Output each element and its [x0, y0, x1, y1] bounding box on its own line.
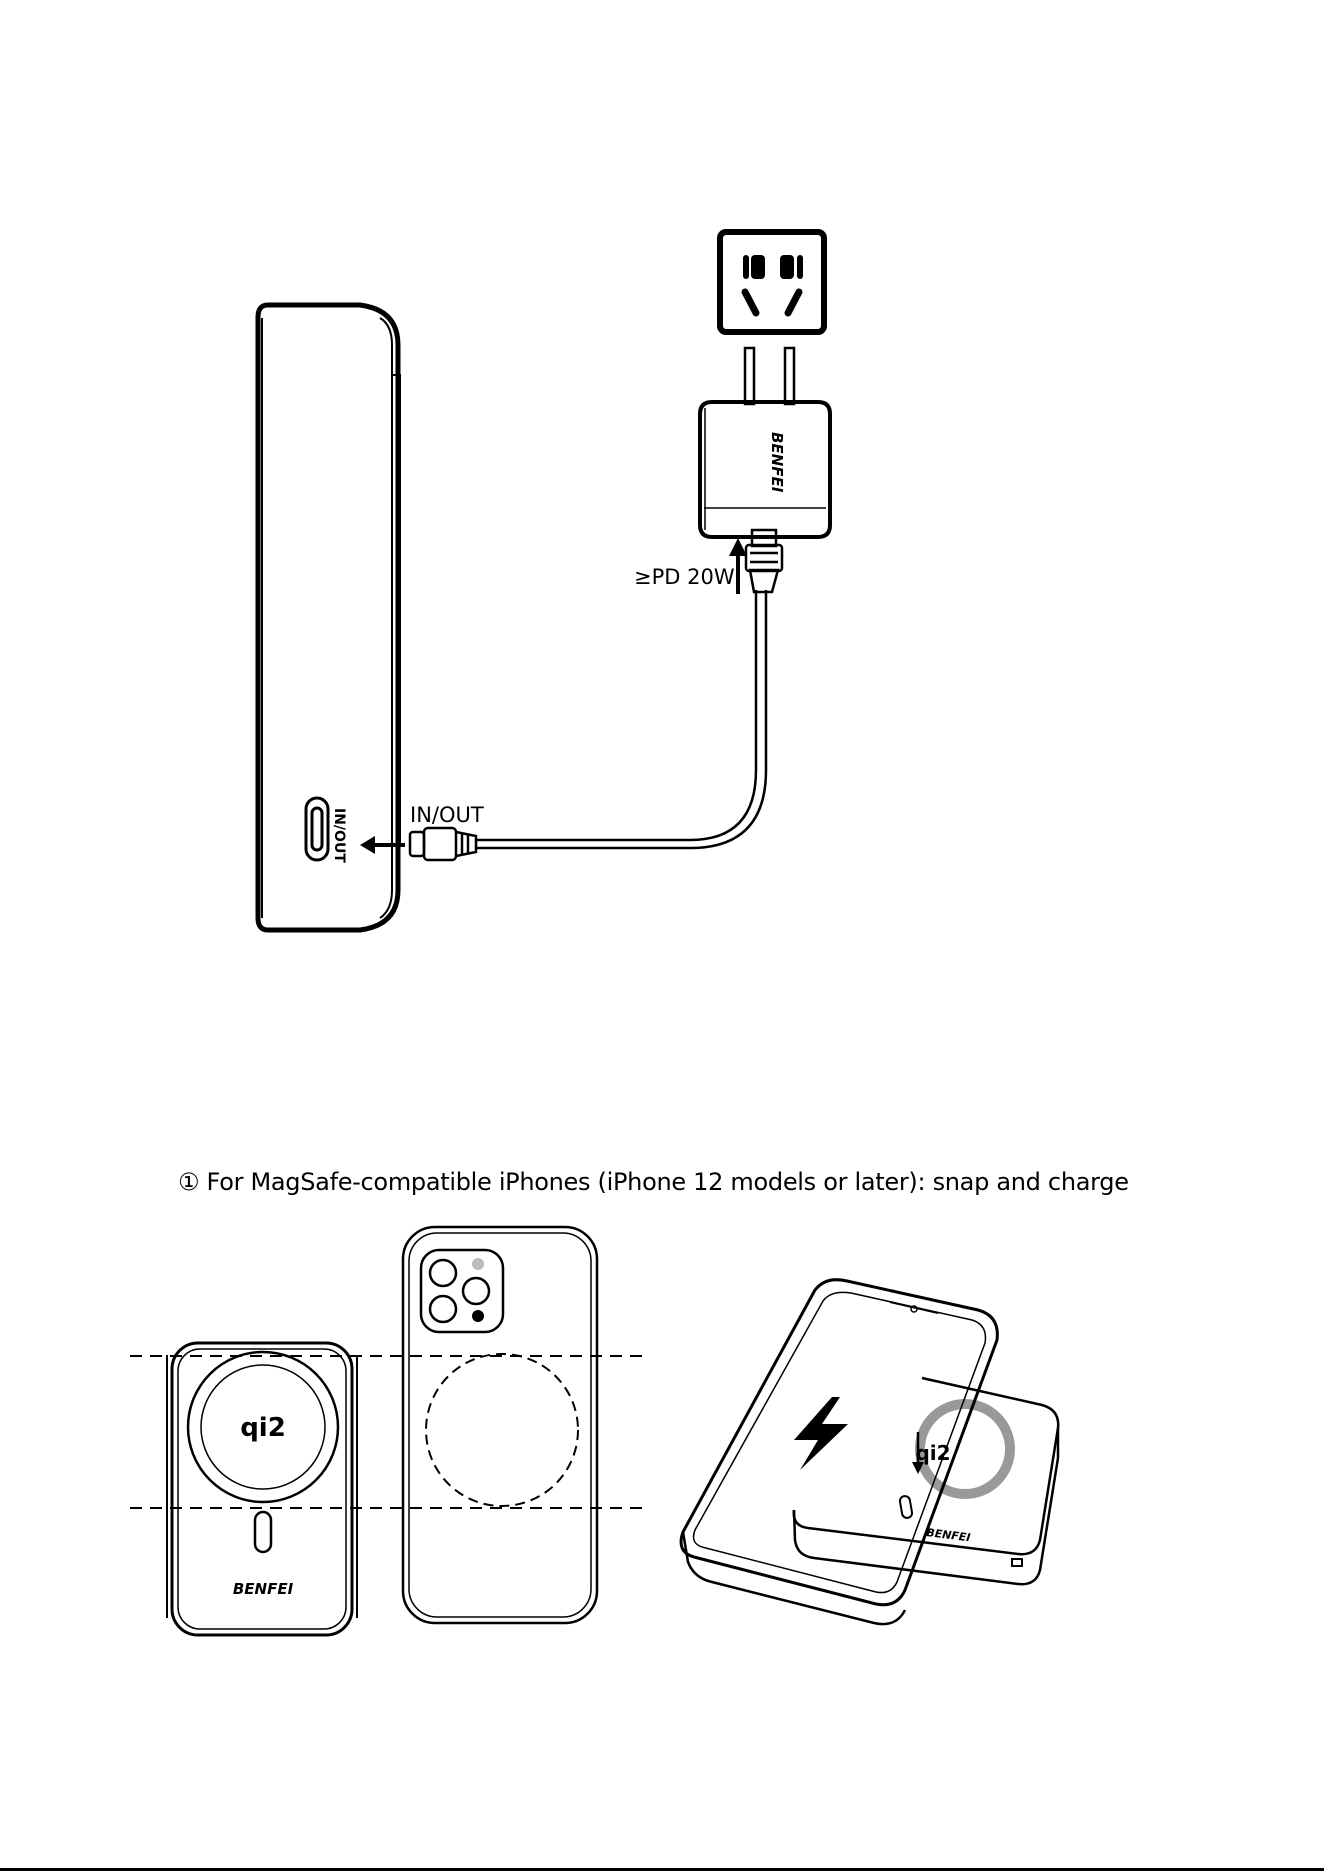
powerbank-brand-logo: BENFEI	[233, 1580, 294, 1598]
cable-in-out-label: IN/OUT	[410, 803, 484, 827]
powerbank-isometric-view	[794, 1378, 1058, 1584]
iphone-back-view	[403, 1227, 597, 1623]
section-heading: ① For MagSafe-compatible iPhones (iPhone…	[178, 1168, 1278, 1196]
wall-socket-icon	[720, 232, 824, 332]
charger-brand-label: BENFEI	[768, 432, 786, 493]
power-rating-label: ≥PD 20W	[634, 565, 735, 589]
lightning-bolt-icon	[794, 1397, 848, 1470]
qi2-logo: qi2	[240, 1413, 286, 1443]
usb-c-plug	[410, 828, 476, 860]
snap-and-charge-diagram: qi2 BENFEI qi2 BENFEI	[0, 1200, 1324, 1860]
powerbank-brand-tilted: BENFEI	[926, 1526, 971, 1544]
port-in-out-text: IN/OUT	[331, 808, 347, 863]
usb-cable	[476, 590, 766, 848]
footer-rule	[0, 1868, 1324, 1871]
wall-charger	[700, 348, 830, 537]
charging-diagram: IN/OUT IN/OUT ≥PD 20W BE	[0, 0, 1324, 1000]
usb-c-port-icon	[306, 798, 328, 860]
charger-cable-plug	[746, 530, 782, 592]
alignment-guide-lines	[130, 1356, 645, 1508]
